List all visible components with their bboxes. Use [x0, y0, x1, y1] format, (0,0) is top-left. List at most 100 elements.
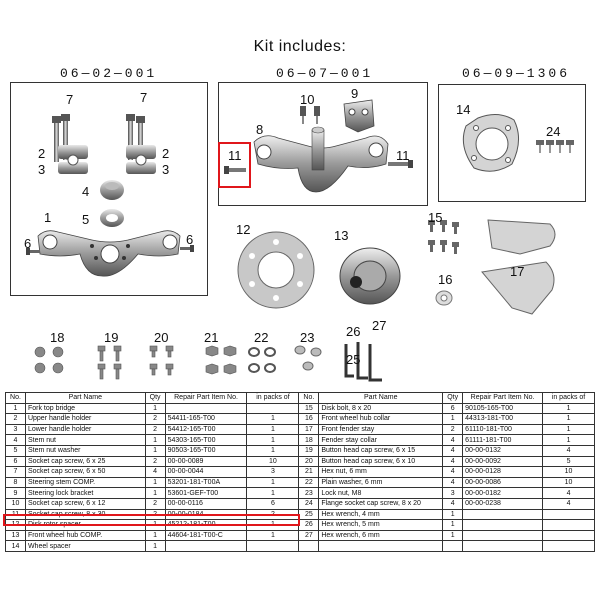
- cell-item: 00-00-0128: [462, 466, 544, 478]
- cell-no: 13: [5, 529, 26, 542]
- cell-pack: 1: [246, 423, 300, 436]
- cell-pack: 1: [246, 529, 300, 542]
- cell-qty: 1: [144, 487, 166, 499]
- cell-no: 10: [5, 497, 26, 510]
- col-pack: in packs of: [246, 392, 300, 404]
- table-header-row: No. Part Name Qty Repair Part Item No. i…: [5, 392, 595, 404]
- cell-name: Plain washer, 6 mm: [318, 476, 444, 489]
- cell-no: 14: [5, 540, 26, 552]
- cell-name: Disk bolt, 8 x 20: [318, 402, 444, 415]
- cell-pack: 1: [542, 434, 595, 446]
- callout-8: 8: [256, 122, 264, 137]
- cell-name: Socket cap screw, 6 x 12: [24, 497, 146, 510]
- hardware-row-illustration: [34, 342, 382, 382]
- callout-17: 17: [510, 264, 525, 279]
- cell-item: 00-00-0092: [462, 455, 544, 468]
- callout-23: 23: [300, 330, 315, 345]
- cell-name: Upper handle holder: [24, 413, 146, 425]
- row-11-highlight: [3, 514, 300, 526]
- cell-qty: 2: [144, 413, 166, 425]
- cell-no: 27: [298, 529, 320, 542]
- cell-no: 19: [298, 444, 320, 457]
- cell-pack: 5: [542, 455, 595, 468]
- cell-pack: 6: [246, 497, 300, 510]
- cell-name: Front fender stay: [318, 423, 444, 436]
- col-qty: Qty: [144, 392, 166, 404]
- cell-no: 23: [298, 487, 320, 499]
- cell-pack: [246, 402, 300, 415]
- callout-9: 9: [351, 86, 359, 101]
- callout-2a: 2: [38, 146, 46, 161]
- cell-no: 18: [298, 434, 320, 446]
- callout-15: 15: [428, 210, 443, 225]
- cell-item: 00-00-0089: [164, 455, 248, 468]
- callout-13: 13: [334, 228, 349, 243]
- cell-no: 25: [298, 508, 320, 521]
- cell-name: Hex wrench, 6 mm: [318, 529, 444, 542]
- cell-pack: 1: [246, 476, 300, 489]
- cell-name: Fork top bridge: [24, 402, 146, 415]
- callout-20: 20: [154, 330, 169, 345]
- cell-name: Hex wrench, 5 mm: [318, 519, 444, 531]
- cell-qty: 1: [442, 508, 464, 521]
- callout-12: 12: [236, 222, 251, 237]
- cell-pack: [542, 508, 595, 521]
- cell-no: 2: [5, 413, 26, 425]
- cell-pack: 3: [246, 466, 300, 478]
- kit3-parts-illustration: [462, 114, 574, 172]
- cell-qty: 4: [442, 497, 464, 510]
- loose-parts-illustration: [237, 219, 556, 315]
- callout-7b: 7: [140, 90, 148, 105]
- cell-qty: 4: [442, 476, 464, 489]
- cell-qty: 2: [442, 423, 464, 436]
- cell-item: 54411-165-T00: [164, 413, 248, 425]
- callout-16: 16: [438, 272, 453, 287]
- cell-no: 24: [298, 497, 320, 510]
- cell-qty: 4: [442, 444, 464, 457]
- cell-qty: 1: [442, 519, 464, 531]
- kit1-parts-illustration: [26, 114, 194, 277]
- cell-name: Front wheel hub collar: [318, 413, 444, 425]
- cell-pack: 1: [246, 434, 300, 446]
- cell-qty: 1: [144, 476, 166, 489]
- cell-qty: 4: [144, 466, 166, 478]
- cell-pack: 4: [542, 497, 595, 510]
- callout-21: 21: [204, 330, 219, 345]
- cell-name: Button head cap screw, 6 x 10: [318, 455, 444, 468]
- cell-qty: 1: [144, 402, 166, 415]
- cell-item: [462, 540, 544, 552]
- callout-27: 27: [372, 318, 387, 333]
- callout-26: 26: [346, 324, 361, 339]
- cell-name: Fender stay collar: [318, 434, 444, 446]
- callout-6b: 6: [186, 232, 194, 247]
- cell-name: [318, 540, 444, 552]
- cell-pack: 4: [542, 444, 595, 457]
- cell-item: 00-00-0238: [462, 497, 544, 510]
- callout-19: 19: [104, 330, 119, 345]
- cell-qty: 1: [144, 540, 166, 552]
- cell-pack: [542, 540, 595, 552]
- cell-no: 16: [298, 413, 320, 425]
- cell-no: 4: [5, 434, 26, 446]
- cell-item: 44313-181-T00: [462, 413, 544, 425]
- cell-qty: 1: [144, 444, 166, 457]
- cell-no: 6: [5, 455, 26, 468]
- cell-pack: 1: [246, 413, 300, 425]
- cell-item: 00-00-0132: [462, 444, 544, 457]
- callout-11a: 11: [228, 148, 242, 163]
- cell-pack: 1: [542, 413, 595, 425]
- col-no: No.: [5, 392, 26, 404]
- cell-item: 61111-181-T00: [462, 434, 544, 446]
- cell-name: Lock nut, M8: [318, 487, 444, 499]
- cell-qty: 4: [442, 466, 464, 478]
- cell-pack: 10: [246, 455, 300, 468]
- cell-item: 54303-165-T00: [164, 434, 248, 446]
- cell-no: 22: [298, 476, 320, 489]
- col-part-name-2: Part Name: [318, 392, 444, 404]
- cell-item: 44604-181-T00-C: [164, 529, 248, 542]
- cell-no: 20: [298, 455, 320, 468]
